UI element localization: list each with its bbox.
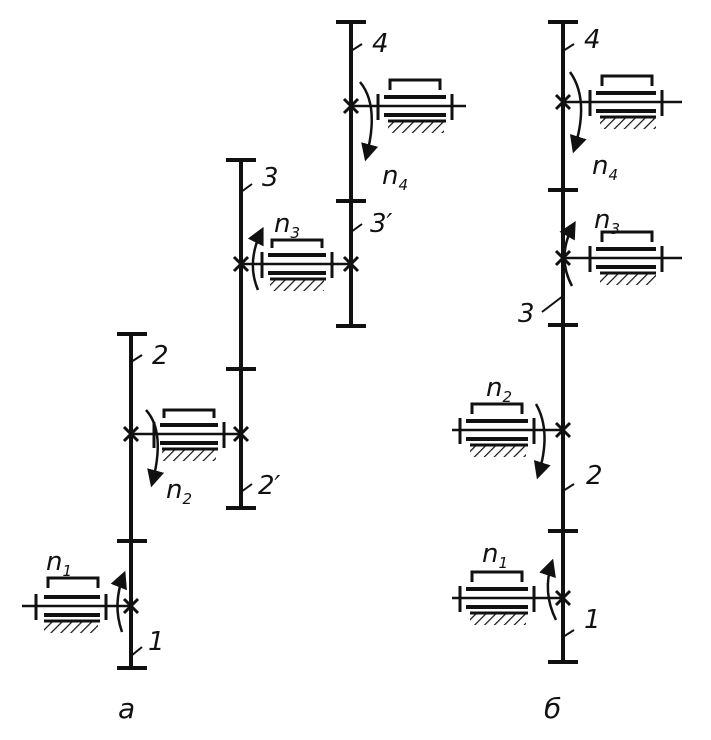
- speed-label-b-n4: n4: [592, 151, 618, 184]
- speed-label-a-n4: n4: [382, 161, 408, 194]
- speed-label-b-n1: n1: [482, 539, 508, 572]
- gear-label-a-2: 2: [152, 341, 169, 371]
- shaft-b-2: [452, 402, 572, 457]
- gear-label-b-4: 4: [584, 25, 601, 55]
- gear-label-a-3prime: 3′: [370, 209, 393, 239]
- shaft-b-4: [554, 74, 682, 129]
- rotation-arrow-n2: [145, 409, 165, 488]
- rotation-arrow-b-n2: [533, 403, 551, 480]
- shaft-b-1: [452, 570, 572, 625]
- speed-label-a-n3: n3: [274, 209, 300, 242]
- scheme-a: [22, 20, 466, 670]
- shaft-1: [22, 576, 140, 633]
- rotation-arrow-n3: [247, 226, 264, 291]
- gear-label-b-1: 1: [584, 605, 601, 635]
- gear-label-a-3: 3: [262, 163, 279, 193]
- caption-a: а: [118, 692, 135, 725]
- shaft-3: [232, 238, 360, 291]
- rotation-arrow-b-n1: [539, 558, 558, 621]
- speed-label-a-n1: n1: [46, 547, 72, 580]
- speed-label-b-n2: n2: [486, 373, 512, 406]
- shaft-4: [342, 78, 466, 133]
- rotation-arrow-b-n4: [568, 71, 587, 154]
- gear-label-a-4: 4: [372, 29, 389, 59]
- shaft-b-3: [554, 230, 682, 285]
- rotation-arrow-n1: [110, 570, 127, 633]
- rotation-arrow-n4: [359, 81, 379, 162]
- gear-label-b-3: 3: [518, 299, 535, 329]
- scheme-b: [452, 20, 682, 664]
- speed-label-b-n3: n3: [594, 205, 620, 238]
- caption-b: б: [544, 692, 561, 725]
- rotation-arrow-b-n3: [559, 220, 576, 287]
- shaft-2: [122, 408, 250, 461]
- gear-label-a-1: 1: [148, 627, 165, 657]
- speed-label-a-n2: n2: [166, 475, 192, 508]
- gear-label-a-2prime: 2′: [258, 471, 281, 501]
- gear-label-b-2: 2: [586, 461, 603, 491]
